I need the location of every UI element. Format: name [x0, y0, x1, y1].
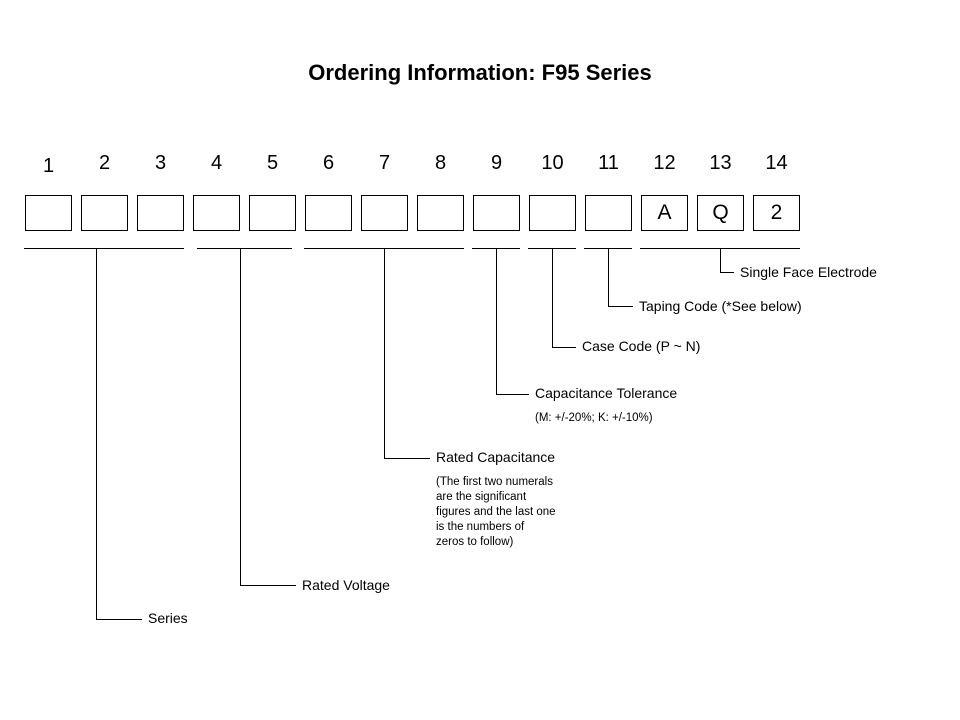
position-number: 14 — [765, 152, 788, 174]
code-box — [81, 195, 128, 231]
note-line: (The first two numerals — [436, 476, 553, 488]
note-line: is the numbers of — [436, 521, 525, 533]
label-taping-code: Taping Code (*See below) — [639, 298, 802, 314]
page-title: Ordering Information: F95 Series — [308, 60, 652, 85]
label-capacitance-tolerance: Capacitance Tolerance — [535, 385, 678, 401]
code-box — [249, 195, 296, 231]
code-box — [361, 195, 408, 231]
leader-electrode — [720, 248, 721, 272]
note-line: zeros to follow) — [436, 536, 514, 548]
leader-electrode-h — [720, 272, 734, 273]
leader-case-h — [552, 347, 576, 348]
position-number: 4 — [210, 152, 223, 174]
position-number: 5 — [266, 152, 279, 174]
leader-voltage — [240, 248, 241, 585]
label-rated-capacitance: Rated Capacitance — [436, 449, 556, 465]
position-number: 2 — [98, 152, 111, 174]
note-capacitance-tolerance: (M: +/-20%; K: +/-10%) — [535, 412, 653, 424]
note-line: figures and the last one — [436, 506, 556, 518]
label-series: Series — [148, 610, 188, 626]
position-number: 10 — [541, 152, 564, 174]
leader-case — [552, 248, 553, 347]
note-rated-capacitance: (The first two numerals are the signific… — [436, 475, 576, 550]
leader-capacitance — [384, 248, 385, 458]
code-box — [417, 195, 464, 231]
code-box — [529, 195, 576, 231]
code-box — [193, 195, 240, 231]
position-number: 11 — [598, 152, 619, 174]
position-number: 12 — [653, 152, 676, 174]
position-number: 6 — [322, 152, 335, 174]
code-box — [585, 195, 632, 231]
group-line-voltage — [197, 248, 292, 249]
code-box — [137, 195, 184, 231]
code-box: A — [641, 195, 688, 231]
leader-tolerance-h — [496, 394, 529, 395]
position-number: 8 — [434, 152, 447, 174]
group-line-series — [24, 248, 184, 249]
note-line: are the significant — [436, 491, 527, 503]
leader-series-h — [96, 619, 142, 620]
position-number: 13 — [709, 152, 732, 174]
code-box — [305, 195, 352, 231]
leader-series — [96, 248, 97, 619]
leader-voltage-h — [240, 585, 296, 586]
code-box — [25, 195, 72, 231]
leader-capacitance-h — [384, 458, 430, 459]
leader-taping — [608, 248, 609, 306]
position-number: 7 — [378, 152, 391, 174]
code-box — [473, 195, 520, 231]
label-single-face-electrode: Single Face Electrode — [740, 264, 877, 280]
position-number: 3 — [154, 152, 167, 174]
code-box: Q — [697, 195, 744, 231]
position-number: 9 — [490, 152, 503, 174]
label-rated-voltage: Rated Voltage — [302, 577, 390, 593]
leader-tolerance — [496, 248, 497, 394]
code-box: 2 — [753, 195, 800, 231]
leader-taping-h — [608, 306, 633, 307]
label-case-code: Case Code (P ~ N) — [582, 338, 701, 354]
position-number: 1 — [42, 155, 55, 177]
